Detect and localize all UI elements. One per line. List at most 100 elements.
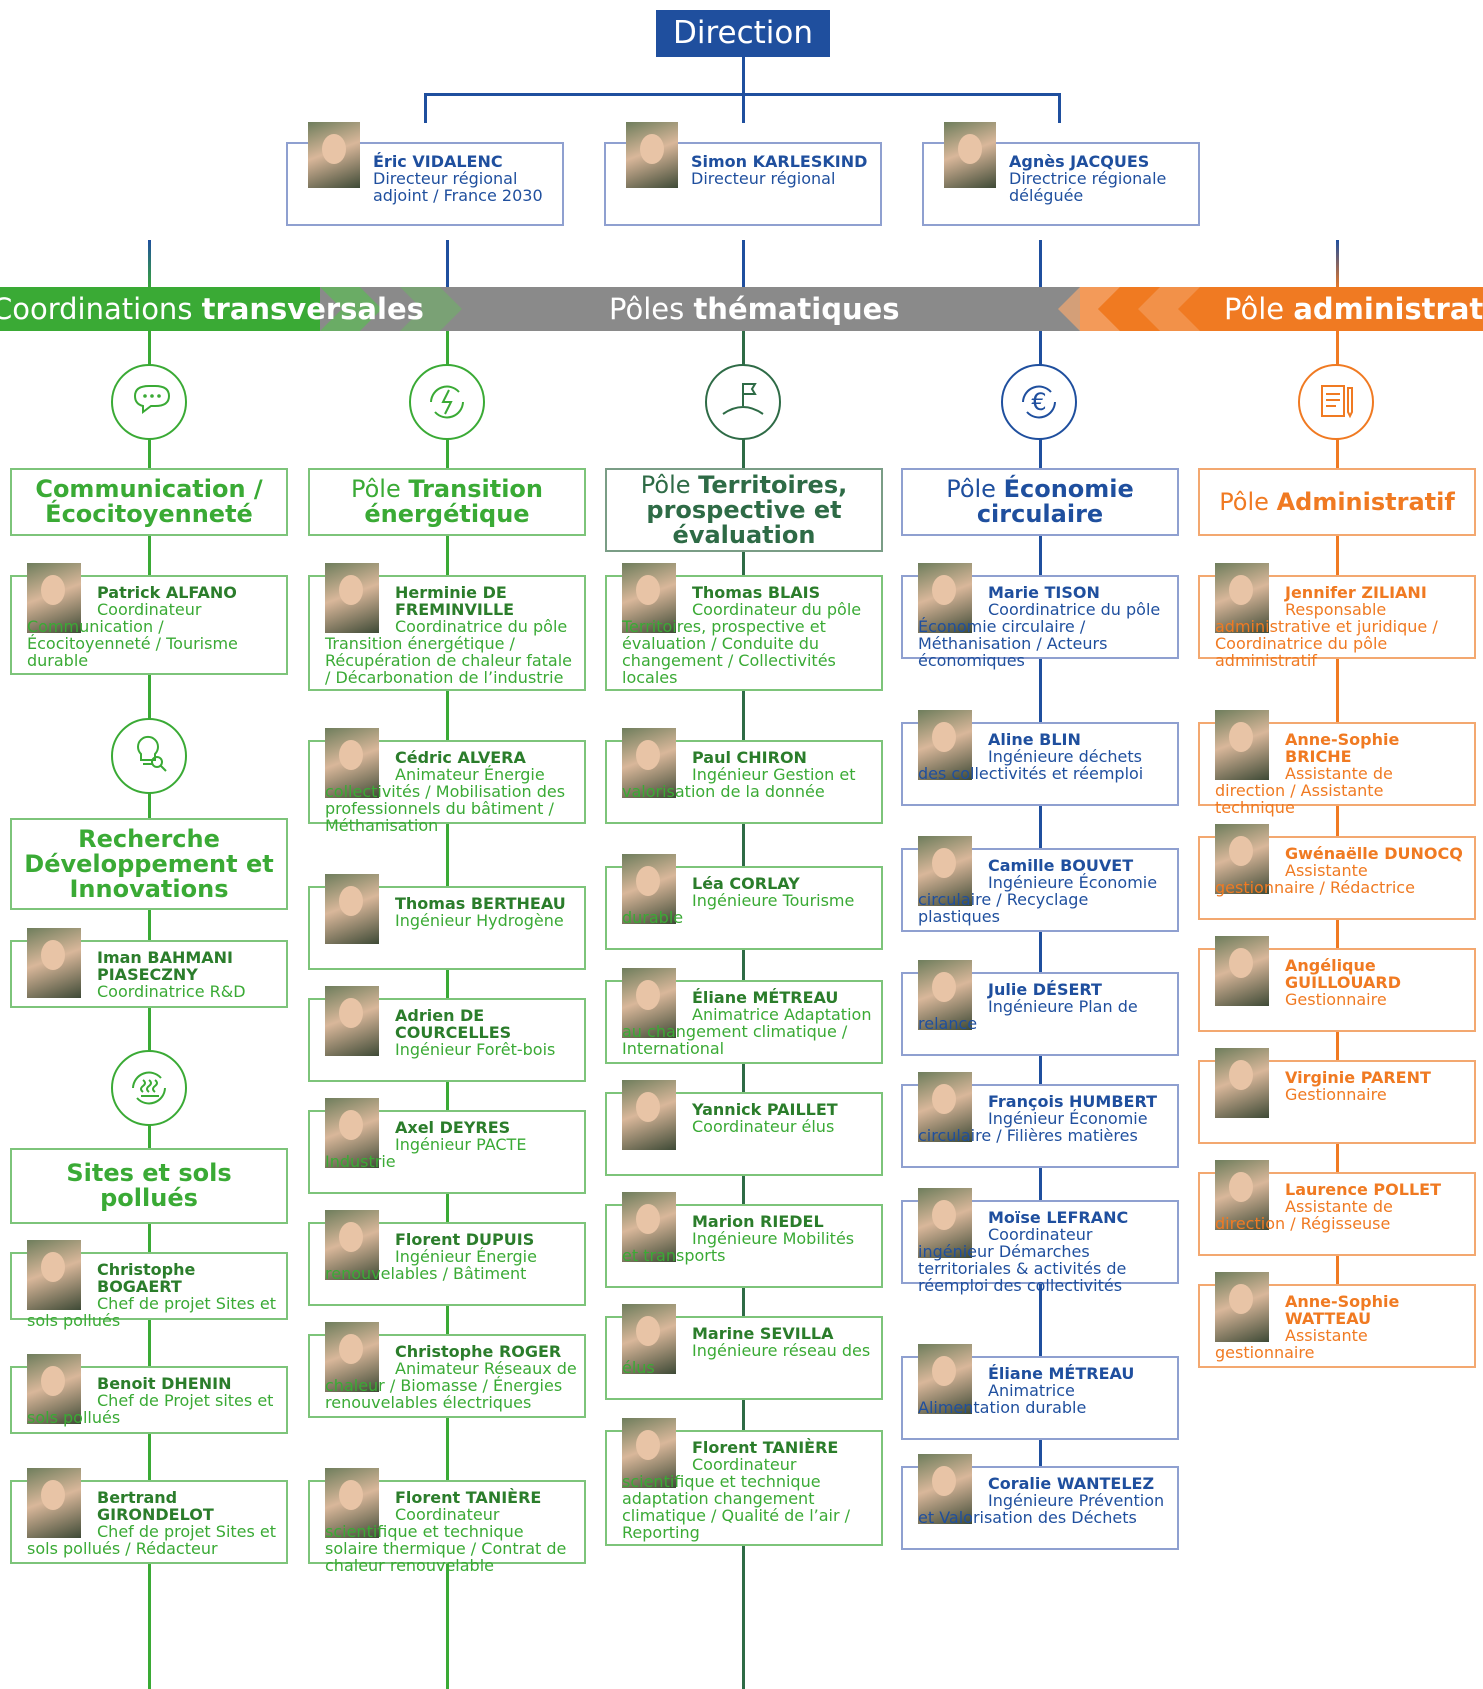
connector-exec-right <box>1058 93 1061 123</box>
person-role: Animateur Réseaux de chaleur / Biomasse … <box>325 1359 577 1412</box>
section-territoires: Pôle Territoires, prospective et évaluat… <box>605 468 883 552</box>
person-photo <box>918 836 972 906</box>
person-role: Assistante de direction / Régisseuse <box>1215 1197 1393 1233</box>
person-photo <box>622 1192 676 1262</box>
person-photo <box>918 1072 972 1142</box>
person-name: Laurence POLLET <box>1285 1180 1441 1199</box>
direction-label: Direction <box>672 15 814 51</box>
exec-role: Directeur régional <box>691 169 836 188</box>
person-name: Adrien DE COURCELLES <box>395 1006 512 1042</box>
person-role: Gestionnaire <box>1285 1085 1387 1104</box>
person-role: Responsable administrative et juridique … <box>1215 600 1438 670</box>
person-name: François HUMBERT <box>988 1092 1157 1111</box>
person-role: Gestionnaire <box>1285 990 1387 1009</box>
col-line <box>1336 331 1339 1331</box>
section-title-pre: Pôle <box>1219 487 1277 516</box>
person-role: Coordinateur scientifique et technique a… <box>622 1455 851 1542</box>
person-photo <box>27 1240 81 1310</box>
section-economie: Pôle Économie circulaire <box>901 468 1179 536</box>
person-role: Ingénieure Mobilités et transports <box>622 1229 855 1265</box>
exec-role: Directrice régionale déléguée <box>1009 169 1167 205</box>
person-name: Gwénaëlle DUNOCQ <box>1285 844 1463 863</box>
section-sites: Sites et sols pollués <box>10 1148 288 1224</box>
person-role: Ingénieur PACTE Industrie <box>325 1135 527 1171</box>
person-role: Ingénieure Plan de relance <box>918 997 1138 1033</box>
person-name: Camille BOUVET <box>988 856 1134 875</box>
person-name: Julie DÉSERT <box>988 980 1102 999</box>
energy-cycle-icon <box>409 364 485 440</box>
person-photo <box>325 1210 379 1280</box>
band-transversal-prefix: Coordinations <box>0 292 202 326</box>
person-name: Marie TISON <box>988 583 1100 602</box>
person-name: Christophe BOGAERT <box>97 1260 196 1296</box>
connector-exec-bar <box>424 93 1061 96</box>
person-photo <box>918 1454 972 1524</box>
section-transition: Pôle Transition énergétique <box>308 468 586 536</box>
exec-photo <box>626 122 678 188</box>
person-name: Iman BAHMANI PIASECZNY <box>97 948 233 984</box>
person-photo <box>1215 1048 1269 1118</box>
section-title: Transition énergétique <box>364 475 543 528</box>
person-name: Éliane MÉTREAU <box>692 988 839 1007</box>
person-role: Ingénieure Économie circulaire / Recycla… <box>918 873 1158 926</box>
person-role: Coordinateur scientifique et technique s… <box>325 1505 567 1575</box>
person-name: Coralie WANTELEZ <box>988 1474 1155 1493</box>
section-title-pre: Pôle <box>640 470 699 499</box>
person-role: Ingénieur Hydrogène <box>395 911 564 930</box>
person-name: Benoit DHENIN <box>97 1374 232 1393</box>
person-photo <box>27 563 81 633</box>
person-role: Coordinatrice du pôle Économie circulair… <box>918 600 1161 670</box>
person-photo <box>622 1418 676 1488</box>
person-name: Anne-Sophie WATTEAU <box>1285 1292 1400 1328</box>
person-role: Ingénieure déchets des collectivités et … <box>918 747 1144 783</box>
person-name: Paul CHIRON <box>692 748 807 767</box>
band-transversal-bold: transversales <box>201 292 424 326</box>
person-name: Moïse LEFRANC <box>988 1208 1129 1227</box>
band-thematic: Pôles thématiques <box>609 289 900 329</box>
person-role: Coordinateur élus <box>692 1117 835 1136</box>
person-role: Ingénieur Économie circulaire / Filières… <box>918 1109 1148 1145</box>
person-name: Jennifer ZILIANI <box>1285 583 1427 602</box>
band-transversal: Coordinations transversales <box>0 289 424 329</box>
person-photo <box>1215 824 1269 894</box>
person-name: Bertrand GIRONDELOT <box>97 1488 214 1524</box>
person-photo <box>325 874 379 944</box>
chat-bubbles-icon <box>111 364 187 440</box>
person-role: Chef de Projet sites et sols pollués <box>27 1391 274 1427</box>
person-photo <box>27 1354 81 1424</box>
stub <box>1336 240 1339 290</box>
person-photo <box>918 960 972 1030</box>
section-title: Économie circulaire <box>976 475 1134 528</box>
exec-name: Éric VIDALENC <box>373 152 503 171</box>
connector-exec-left <box>424 93 427 123</box>
polluted-soil-cycle-icon <box>111 1050 187 1126</box>
person-role: Coordinateur ingénieur Démarches territo… <box>918 1225 1127 1295</box>
person-photo <box>27 1468 81 1538</box>
lightbulb-search-icon <box>111 718 187 794</box>
person-role: Assistante gestionnaire / Rédactrice <box>1215 861 1415 897</box>
person-name: Axel DEYRES <box>395 1118 511 1137</box>
exec-role: Directeur régional adjoint / France 2030 <box>373 169 543 205</box>
person-role: Coordinateur du pôle Territoires, prospe… <box>622 600 862 687</box>
person-name: Herminie DE FREMINVILLE <box>395 583 515 619</box>
exec-name: Agnès JACQUES <box>1009 152 1150 171</box>
